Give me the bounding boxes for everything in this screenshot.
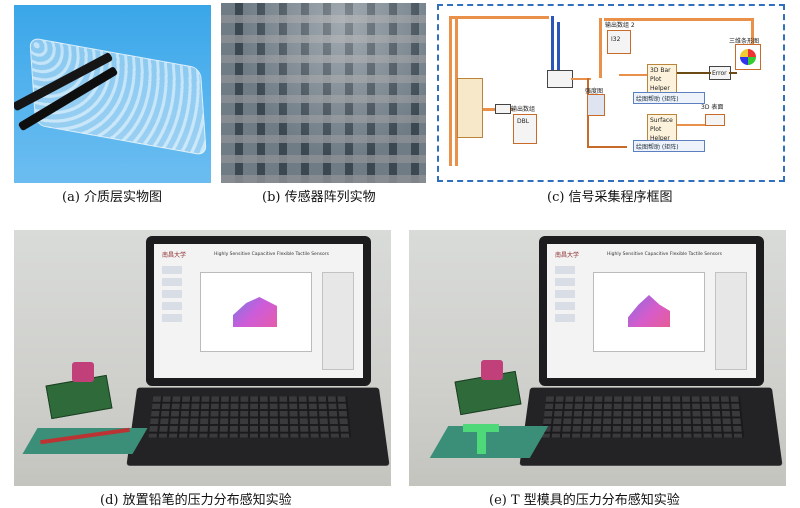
laptop-screen: 南昌大学 Highly Sensitive Capacitive Flexibl… xyxy=(154,244,363,378)
output-array-2-indicator xyxy=(607,30,631,54)
index-array-node xyxy=(457,78,483,138)
laptop-base xyxy=(126,387,390,466)
plot-helper-matrix-dropdown-1[interactable]: 绘图帮助 (矩阵) xyxy=(633,92,705,104)
wire xyxy=(551,16,554,76)
laptop-base xyxy=(519,387,783,466)
panel-c-block-diagram: 输出数组 DBL 输出数组 2 I32 强度图 3D Bar Plot Help… xyxy=(437,4,785,182)
electrode-rows xyxy=(221,3,426,183)
wire xyxy=(571,78,591,80)
caption-a: (a) 介质层实物图 xyxy=(62,190,163,205)
bar-3d-plot xyxy=(233,297,277,327)
surface-indicator xyxy=(705,114,725,126)
output-array-indicator xyxy=(513,114,537,144)
caption-c: (c) 信号采集程序框图 xyxy=(547,190,673,205)
label-output-array: 输出数组 xyxy=(511,106,536,113)
panel-b-sensor-array-photo xyxy=(221,3,426,183)
wire xyxy=(557,22,560,76)
wire xyxy=(455,16,458,166)
caption-d: (d) 放置铅笔的压力分布感知实验 xyxy=(100,493,292,508)
caption-e: (e) T 型模具的压力分布感知实验 xyxy=(489,493,680,508)
caption-b: (b) 传感器阵列实物 xyxy=(262,190,376,205)
surface-sheen xyxy=(221,3,426,183)
keyboard-rows xyxy=(148,396,352,438)
transpose-node xyxy=(547,70,573,88)
laptop-screen: 南昌大学 Highly Sensitive Capacitive Flexibl… xyxy=(547,244,756,378)
laptop-lid: 南昌大学 Highly Sensitive Capacitive Flexibl… xyxy=(539,236,764,386)
wire xyxy=(751,18,754,58)
panel-e-laptop-t-mold-photo: 南昌大学 Highly Sensitive Capacitive Flexibl… xyxy=(409,230,786,486)
plot-area xyxy=(593,272,705,352)
plot-helper-matrix-dropdown-2[interactable]: 绘图帮助 (矩阵) xyxy=(633,140,705,152)
label-output-array-2: 输出数组 2 xyxy=(605,22,635,29)
wire xyxy=(619,74,649,76)
plot-area xyxy=(200,272,312,352)
screen-app-title: Highly Sensitive Capacitive Flexible Tac… xyxy=(214,252,329,257)
laptop-lid: 南昌大学 Highly Sensitive Capacitive Flexibl… xyxy=(146,236,371,386)
wire xyxy=(599,18,602,78)
node-surface: Surface xyxy=(650,117,673,124)
keyboard-rows xyxy=(541,396,745,438)
intensity-map-indicator xyxy=(587,94,605,116)
wire xyxy=(677,124,707,126)
wire xyxy=(604,18,754,21)
control-column xyxy=(162,266,182,326)
bar-3d-chart-indicator xyxy=(735,44,761,70)
wire xyxy=(587,146,627,148)
label-3d-surface: 3D 表面 xyxy=(701,104,724,111)
t-mold-stem xyxy=(477,430,486,454)
error-node: Error xyxy=(709,66,731,80)
convert-node xyxy=(495,104,511,114)
serial-connector xyxy=(481,360,503,380)
node-plot: Plot xyxy=(650,76,662,83)
node-helper: Helper xyxy=(650,85,670,92)
side-panel xyxy=(715,272,747,370)
wire xyxy=(729,72,737,74)
dielectric-film xyxy=(29,36,207,157)
screen-logo: 南昌大学 xyxy=(162,252,187,259)
bar-3d-helper-node: 3D Bar Plot Helper xyxy=(647,64,677,94)
node-plot-2: Plot xyxy=(650,126,662,133)
node-3d-bar: 3D Bar xyxy=(650,67,671,74)
node-dbl: DBL xyxy=(517,118,530,125)
screen-app-title: Highly Sensitive Capacitive Flexible Tac… xyxy=(607,252,722,257)
panel-d-laptop-pencil-photo: 南昌大学 Highly Sensitive Capacitive Flexibl… xyxy=(14,230,391,486)
panel-a-dielectric-photo xyxy=(14,5,211,183)
label-3d-bar-chart: 三维条形图 xyxy=(729,38,760,45)
label-intensity-map: 强度图 xyxy=(585,88,604,95)
control-column xyxy=(555,266,575,326)
wire xyxy=(677,72,711,74)
wire xyxy=(449,16,452,166)
screen-logo: 南昌大学 xyxy=(555,252,580,259)
node-error: Error xyxy=(712,70,727,77)
t-mold-top xyxy=(463,424,499,432)
node-132: I32 xyxy=(611,36,621,43)
serial-connector xyxy=(72,362,94,382)
bar-3d-plot xyxy=(628,295,670,327)
wire xyxy=(449,16,549,19)
side-panel xyxy=(322,272,354,370)
node-helper-2: Helper xyxy=(650,135,670,142)
chart-icon xyxy=(740,49,756,65)
